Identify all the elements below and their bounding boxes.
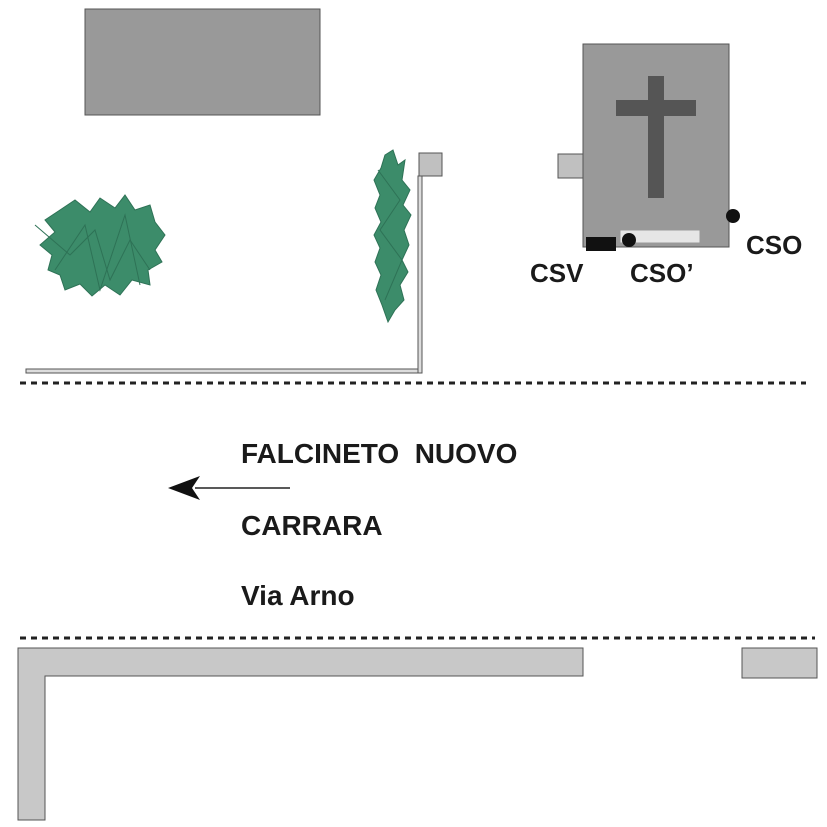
shrub-icon	[34, 194, 166, 297]
cso-prime-marker	[622, 233, 636, 247]
direction-label: FALCINETO NUOVO	[241, 438, 517, 469]
direction-arrow-icon	[168, 476, 290, 500]
cso-label: CSO	[746, 230, 802, 260]
street-label: Via Arno	[241, 580, 355, 611]
hedge-icon	[373, 149, 412, 324]
chapel-step	[619, 229, 701, 244]
gate-pillar	[418, 152, 443, 177]
town-label: CARRARA	[241, 510, 383, 541]
cross-icon	[616, 76, 696, 198]
cso-prime-label: CSO’	[630, 258, 694, 288]
building-bottom-right	[741, 647, 818, 679]
cso-marker	[726, 209, 740, 223]
csv-marker	[586, 237, 616, 251]
building-bottom-l-shape	[17, 647, 584, 821]
chapel-side-annex	[557, 153, 584, 179]
building-top-left	[84, 8, 321, 116]
csv-label: CSV	[530, 258, 584, 288]
